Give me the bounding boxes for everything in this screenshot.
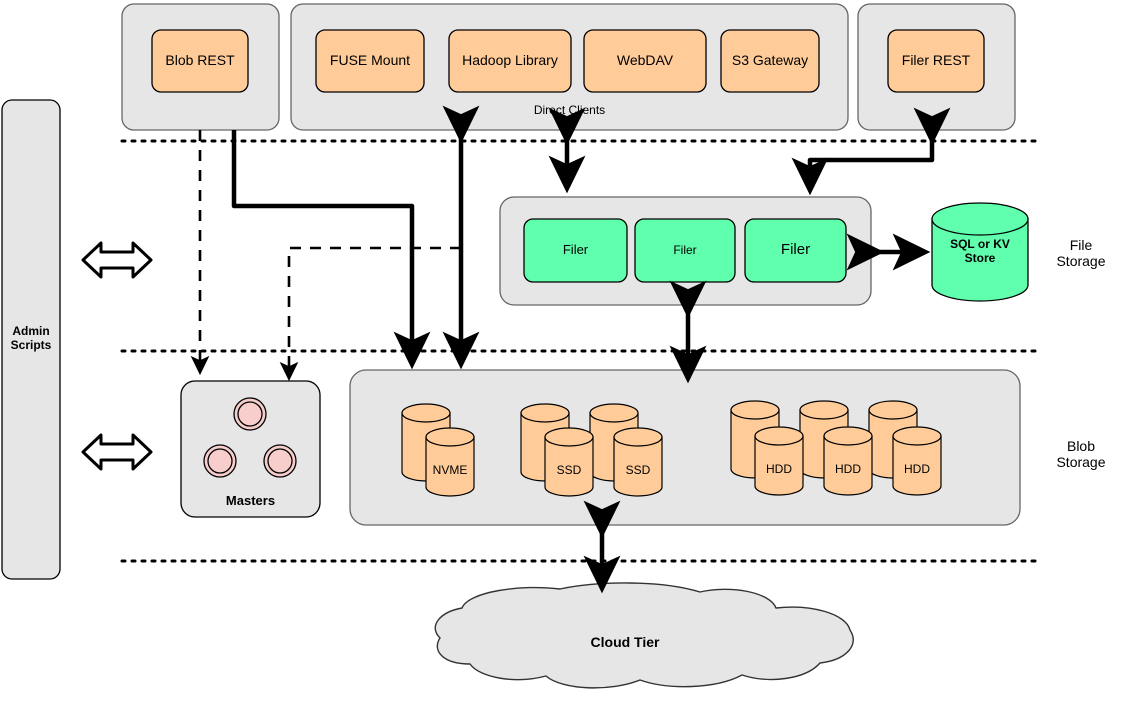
admin-scripts-panel[interactable] [1,99,61,580]
master-node-2[interactable] [203,444,237,478]
admin-to-masters-arrow [81,433,153,471]
master-node-3[interactable] [263,444,297,478]
node-webdav[interactable] [583,29,707,93]
node-hadoop-library[interactable] [448,29,572,93]
node-filer-1[interactable] [523,218,628,283]
node-s3-gateway[interactable] [720,29,820,93]
masters-group [180,380,321,518]
nvme-group[interactable] [401,403,475,497]
connector-blob-rest-to-blob-storage [231,130,431,370]
connector-clients-to-masters [279,246,461,382]
node-blob-rest[interactable] [151,29,249,93]
connector-filer-rest-to-filer [791,107,951,196]
node-sql-kv-store[interactable] [931,202,1029,302]
admin-to-filer-arrow [81,241,153,279]
cloud-tier-shape[interactable] [434,582,854,689]
node-fuse-mount[interactable] [315,29,425,93]
node-filer-2[interactable] [634,218,736,283]
node-filer-rest[interactable] [887,29,985,93]
ssd-group[interactable] [520,403,663,497]
master-node-1[interactable] [233,397,267,431]
node-filer-3[interactable] [744,218,847,283]
hdd-group[interactable] [730,400,942,496]
